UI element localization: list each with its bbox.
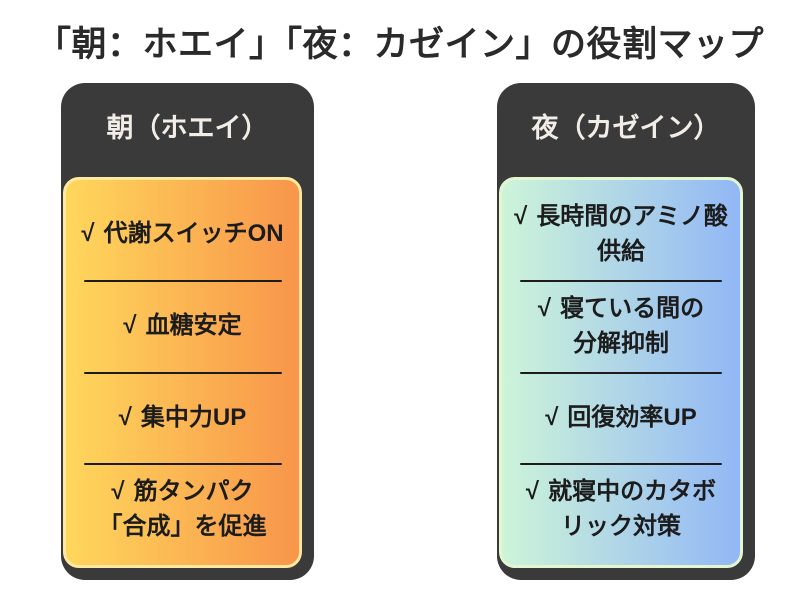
morning-card-header: 朝（ホエイ） xyxy=(106,112,269,143)
divider xyxy=(519,279,723,282)
benefit-label: 代謝スイッチON xyxy=(103,220,284,248)
morning-panel: √代謝スイッチON √血糖安定 √集中力UP √筋タンパク 「合成」を促進 xyxy=(63,177,302,568)
benefit-label: 筋タンパク 「合成」を促進 xyxy=(98,478,267,541)
check-icon: √ xyxy=(123,312,137,340)
benefit-label: 集中力UP xyxy=(140,403,247,431)
check-icon: √ xyxy=(545,403,559,431)
benefit-item: √ 血糖安定 xyxy=(70,282,295,372)
page-title: 「朝：ホエイ」「夜：カゼイン」の役割マップ xyxy=(35,25,764,64)
check-icon: √ xyxy=(81,220,95,248)
benefit-label: 就寝中のカタボ リック対策 xyxy=(548,478,717,541)
morning-card: 朝（ホエイ） √代謝スイッチON √血糖安定 √集中力UP √筋タンパク 「合成… xyxy=(61,83,314,580)
benefit-label: 長時間のアミノ酸 供給 xyxy=(536,203,728,265)
night-card: 夜（カゼイン） √ 長時間のアミノ酸 供給 √ 寝ている間の 分解抑制 √ 回復効率U… xyxy=(497,83,755,580)
divider xyxy=(519,463,723,466)
divider xyxy=(83,371,282,374)
check-icon: √ xyxy=(537,294,552,322)
benefit-item: √ 就寝中のカタボ リック対策 xyxy=(506,465,736,555)
benefit-item: √ 代謝スイッチON xyxy=(70,190,295,280)
divider xyxy=(519,371,723,374)
night-card-header: 夜（カゼイン） xyxy=(531,112,721,143)
night-panel: √ 長時間のアミノ酸 供給 √ 寝ている間の 分解抑制 √ 回復効率UP √ 就寝中のカ… xyxy=(499,177,743,568)
check-icon: √ xyxy=(118,403,132,431)
benefit-item: √ 長時間のアミノ酸 供給 xyxy=(506,190,736,280)
benefit-item: √ 寝ている間の 分解抑制 xyxy=(506,282,736,372)
benefit-item: √ 回復効率UP xyxy=(506,374,736,464)
benefit-item: √ 集中力UP xyxy=(70,374,295,464)
check-icon: √ xyxy=(525,478,540,506)
divider xyxy=(83,279,282,282)
check-icon: √ xyxy=(111,478,125,506)
divider xyxy=(83,463,282,466)
benefit-label: 回復効率UP xyxy=(567,403,697,431)
benefit-label: 寝ている間の 分解抑制 xyxy=(560,294,705,357)
benefit-item: √筋タンパク 「合成」を促進 xyxy=(70,465,295,555)
check-icon: √ xyxy=(514,203,528,231)
benefit-label: 血糖安定 xyxy=(145,312,242,340)
